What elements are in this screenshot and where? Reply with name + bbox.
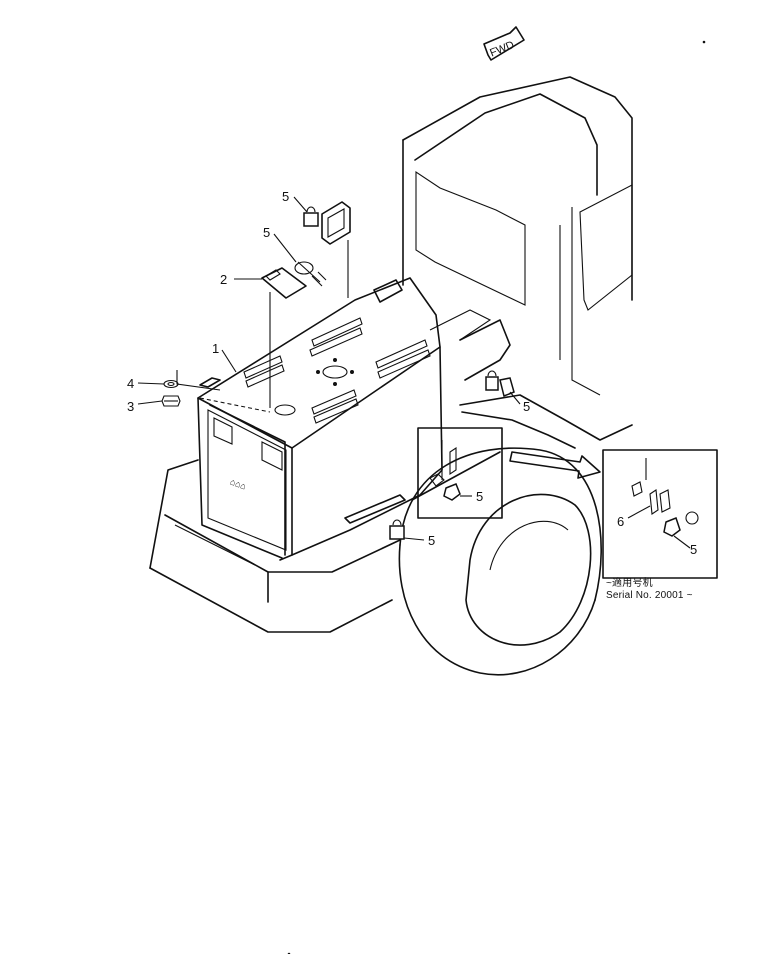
inset-box	[602, 449, 718, 579]
forward-arrow-icon: FWD	[483, 26, 525, 61]
detail-box-center	[417, 427, 503, 519]
callout-3: 3	[127, 399, 134, 414]
washer-icon	[163, 379, 179, 389]
fwd-label: FWD	[488, 39, 516, 60]
serial-header: ~適用号机	[606, 576, 653, 589]
callout-5-lock: 5	[263, 225, 270, 240]
callout-5-fender: 5	[428, 533, 435, 548]
callout-5-top: 5	[282, 189, 289, 204]
front-grille: ⌂⌂⌂	[207, 409, 287, 551]
padlock-icon	[303, 206, 319, 227]
engine-hood: ⌂⌂⌂	[197, 277, 511, 561]
hood-vents	[243, 317, 431, 424]
nut-icon	[161, 395, 181, 407]
serial-number: Serial No. 20001 ~	[606, 590, 693, 601]
rear-frame	[149, 459, 401, 633]
grille-badge: ⌂⌂⌂	[229, 476, 248, 491]
callout-5-side: 5	[523, 399, 530, 414]
bracket-icon	[321, 201, 351, 245]
leader-lines	[137, 196, 691, 549]
handrail	[199, 377, 406, 524]
attach-line-4	[176, 370, 221, 391]
lock-assembly-icon	[294, 261, 327, 287]
hinge-icon	[261, 267, 307, 299]
frame-right	[411, 394, 633, 501]
callout-6: 6	[617, 514, 624, 529]
callout-5-inset: 5	[690, 542, 697, 557]
speck	[702, 40, 706, 44]
inset-arrow-icon	[509, 451, 601, 479]
padlock-fender-icon	[389, 519, 405, 540]
cab-outline	[402, 76, 633, 396]
attach-line	[199, 397, 271, 413]
callout-4: 4	[127, 376, 134, 391]
callout-1: 1	[212, 341, 219, 356]
rear-wheel	[398, 447, 602, 676]
callout-5-detail: 5	[476, 489, 483, 504]
padlock-side-icon	[485, 370, 515, 398]
callout-2: 2	[220, 272, 227, 287]
